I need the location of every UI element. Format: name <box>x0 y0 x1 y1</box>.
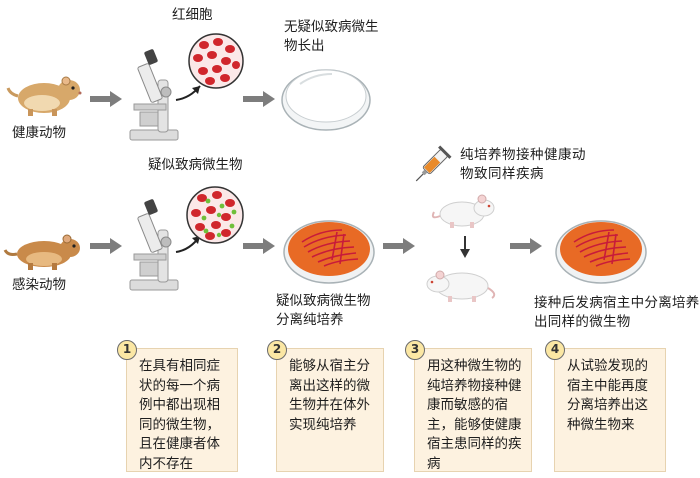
arrow-right-icon <box>243 238 275 254</box>
sick-mouse-icon <box>426 270 496 302</box>
step-1-box: 在具有相同症状的每一个病例中都出现相同的微生物，且在健康者体内不存在 <box>126 348 238 472</box>
red-blood-cells-label: 红细胞 <box>172 7 213 23</box>
pure-culture-label: 疑似致病微生物分离纯培养 <box>276 293 371 328</box>
healthy-animal-icon <box>6 76 82 116</box>
arrow-down-icon <box>460 236 470 258</box>
infected-animal-label: 感染动物 <box>12 277 66 293</box>
step-1-badge: 1 <box>117 340 137 360</box>
arrow-right-icon <box>90 238 122 254</box>
arrow-right-icon <box>383 238 415 254</box>
step-4-text: 从试验发现的宿主中能再度分离培养出这种微生物来 <box>567 358 648 433</box>
inoculation-label: 纯培养物接种健康动物致同样疾病 <box>460 147 586 182</box>
no-microbe-growth-label: 无疑似致病微生物长出 <box>284 19 379 54</box>
pure-culture-dish-icon <box>283 220 375 284</box>
empty-petri-dish-icon <box>281 69 371 131</box>
healthy-animal-label: 健康动物 <box>12 125 66 141</box>
arrow-right-icon <box>510 238 542 254</box>
suspected-microbe-label: 疑似致病微生物 <box>148 157 243 173</box>
magnifier-callout-icon <box>175 85 201 101</box>
microbe-with-blood-cells-icon <box>186 186 244 244</box>
step-3-badge: 3 <box>405 340 425 360</box>
inoculated-mouse-icon <box>431 194 495 228</box>
arrow-right-icon <box>243 91 275 107</box>
step-3-box: 用这种微生物的纯培养物接种健康而敏感的宿主，能够使健康宿主患同样的疾病 <box>414 348 532 472</box>
step-2-text: 能够从宿主分离出这样的微生物并在体外实现纯培养 <box>289 358 370 433</box>
step-2-box: 能够从宿主分离出这样的微生物并在体外实现纯培养 <box>276 348 384 472</box>
arrow-right-icon <box>90 91 122 107</box>
syringe-icon <box>415 145 452 182</box>
microscope-icon <box>129 49 179 141</box>
step-4-box: 从试验发现的宿主中能再度分离培养出这种微生物来 <box>554 348 666 472</box>
step-2-badge: 2 <box>267 340 287 360</box>
reisolation-label: 接种后发病宿主中分离培养出同样的微生物 <box>534 295 700 330</box>
red-blood-cells-icon <box>188 33 244 89</box>
step-3-text: 用这种微生物的纯培养物接种健康而敏感的宿主，能够使健康宿主患同样的疾病 <box>427 358 522 472</box>
infected-animal-icon <box>3 234 80 270</box>
microscope-icon <box>129 199 179 291</box>
step-4-badge: 4 <box>545 340 565 360</box>
step-1-text: 在具有相同症状的每一个病例中都出现相同的微生物，且在健康者体内不存在 <box>139 358 220 472</box>
reisolated-culture-dish-icon <box>555 220 647 284</box>
